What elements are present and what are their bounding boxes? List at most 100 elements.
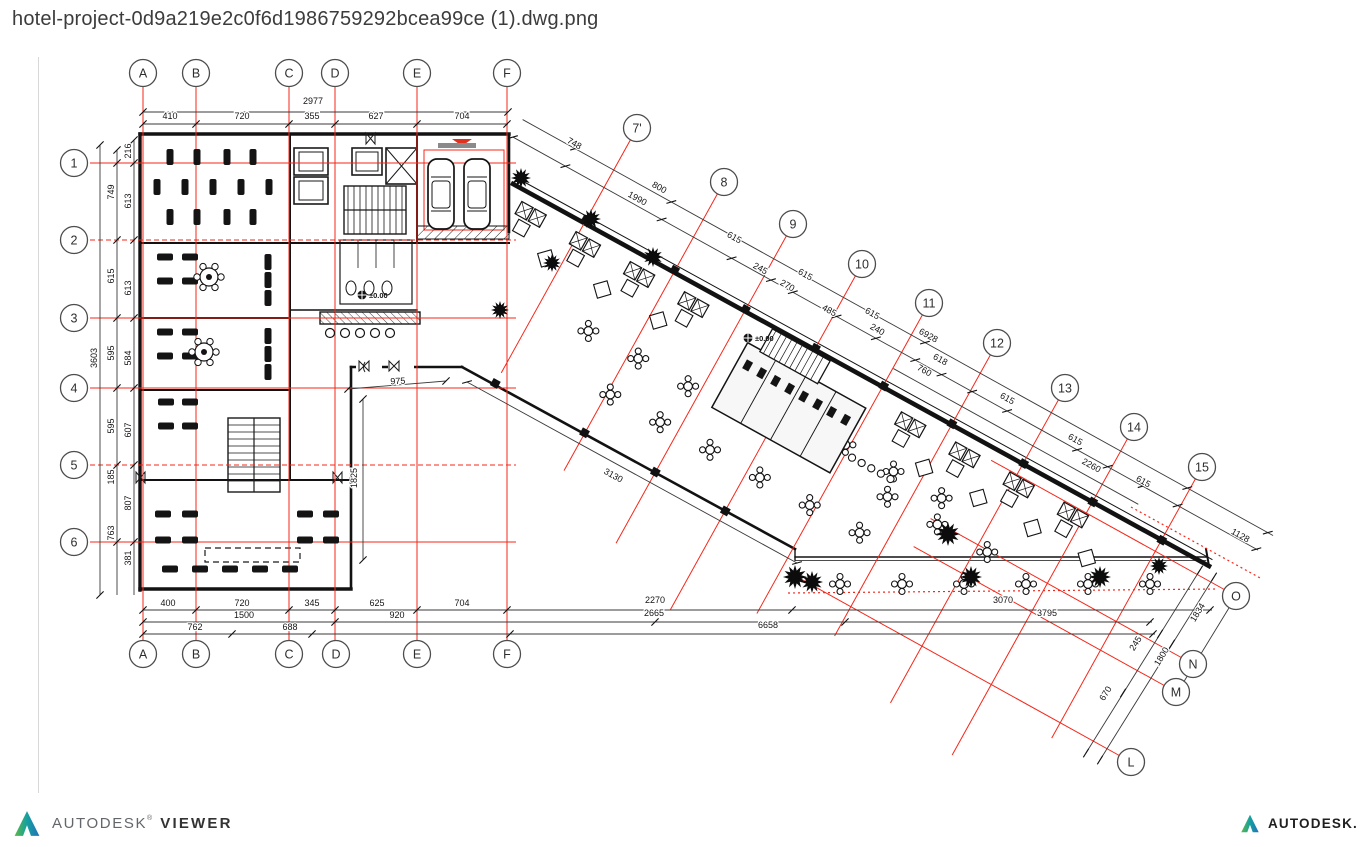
dim-label: 584 [123,350,133,365]
grid-bubble-corner-O: O [1221,581,1251,611]
dim-label: 1500 [234,610,254,620]
svg-text:D: D [330,66,339,80]
dim-label: 704 [454,598,469,608]
grid-bubble-left-1: 1 [59,148,89,178]
svg-text:E: E [413,66,421,80]
svg-text:A: A [139,66,148,80]
dim-label: 595 [106,345,116,360]
stair-elevator-core [135,131,421,563]
dim-label: 2260 [1080,456,1102,474]
svg-text:9: 9 [790,217,797,231]
grid-bubble-bottom-E: E [402,639,432,669]
dim-label: 1990 [626,189,648,207]
dim-label: 1800 [1152,645,1171,667]
dim-label: 720 [234,598,249,608]
autodesk-a-icon [14,811,40,836]
grid-bubble-bottom-F: F [492,639,522,669]
dim-label: 760 [915,362,933,378]
dim-label: 615 [1134,473,1152,489]
dim-label: 3070 [993,595,1013,605]
svg-text:F: F [503,647,511,661]
grid-bubble-diag-7': 7' [622,113,652,143]
entry-marker [452,139,472,146]
grid-bubble-diag-15: 15 [1187,452,1217,482]
svg-text:A: A [139,647,148,661]
dim-label: 355 [304,111,319,121]
svg-text:F: F [503,66,511,80]
dim-label: 613 [123,280,133,295]
dim-label: 748 [565,135,583,151]
dim-label: 749 [106,184,116,199]
svg-text:M: M [1171,685,1181,699]
dimension-lines [96,108,1274,765]
hatched-ramp [416,225,510,240]
dim-label: 1834 [1188,601,1207,623]
svg-text:D: D [331,647,340,661]
grid-bubble-diag-11: 11 [914,288,944,318]
grid-bubble-bottom-B: B [181,639,211,669]
svg-text:5: 5 [71,458,78,472]
dim-label: 1825 [349,468,359,488]
canvas-left-border [38,57,39,793]
dim-label: 185 [106,469,116,484]
svg-text:E: E [413,647,421,661]
autodesk-a-icon [1241,814,1259,833]
autodesk-viewer-logo[interactable]: AUTODESK® VIEWER [12,810,233,837]
dim-label: 625 [369,598,384,608]
grid-bubble-left-6: 6 [59,527,89,557]
grid-bubble-diag-13: 13 [1050,373,1080,403]
grid-bubble-left-2: 2 [59,225,89,255]
dim-label: 595 [106,418,116,433]
dim-label: 763 [106,525,116,540]
svg-text:C: C [284,647,293,661]
dim-label: 688 [282,622,297,632]
svg-text:4: 4 [71,381,78,395]
grid-bubble-corner-L: L [1116,747,1146,777]
level-text: ±0.00 [755,334,774,343]
dim-label: 3603 [89,348,99,368]
small-label-smudge [438,143,476,148]
svg-text:14: 14 [1127,420,1141,434]
svg-text:7': 7' [632,121,641,135]
grid-bubble-top-F: F [492,58,522,88]
grid-bubble-bottom-C: C [274,639,304,669]
grid-bubble-diag-9: 9 [778,209,808,239]
dim-label: 3795 [1037,608,1057,618]
svg-text:10: 10 [855,257,869,271]
grid-bubble-left-4: 4 [59,373,89,403]
autodesk-watermark: AUTODESK. [1239,814,1358,833]
dim-label: 2270 [645,595,665,605]
svg-text:6: 6 [71,535,78,549]
svg-text:B: B [192,647,200,661]
furniture [153,149,1168,596]
svg-text:12: 12 [990,336,1004,350]
svg-text:11: 11 [923,296,936,310]
svg-text:3: 3 [71,311,78,325]
svg-text:13: 13 [1058,381,1072,395]
dim-label: 410 [162,111,177,121]
dim-label: 216 [123,143,133,158]
grid-bubble-left-5: 5 [59,450,89,480]
grid-bubble-diag-10: 10 [847,249,877,279]
svg-text:L: L [1128,755,1135,769]
viewer-wordmark: VIEWER [160,814,233,832]
grid-bubble-top-B: B [181,58,211,88]
dim-label: 400 [160,598,175,608]
dim-label: 670 [1097,684,1113,702]
grid-bubble-top-C: C [274,58,304,88]
dim-label: 2665 [644,608,664,618]
dim-label: 381 [123,550,133,565]
dim-label: 800 [650,179,668,195]
grid-bubble-diag-14: 14 [1119,412,1149,442]
dim-label: 2977 [303,96,323,106]
autodesk-wordmark-right: AUTODESK. [1267,816,1358,831]
dim-label: 270 [778,277,796,293]
grid-bubble-top-D: D [320,58,350,88]
building-walls [138,132,1213,592]
dim-label: 615 [725,229,743,245]
level-marker: ±0.00 [743,333,774,343]
dim-label: 607 [123,422,133,437]
level-marker: ±0.00 [357,290,388,300]
